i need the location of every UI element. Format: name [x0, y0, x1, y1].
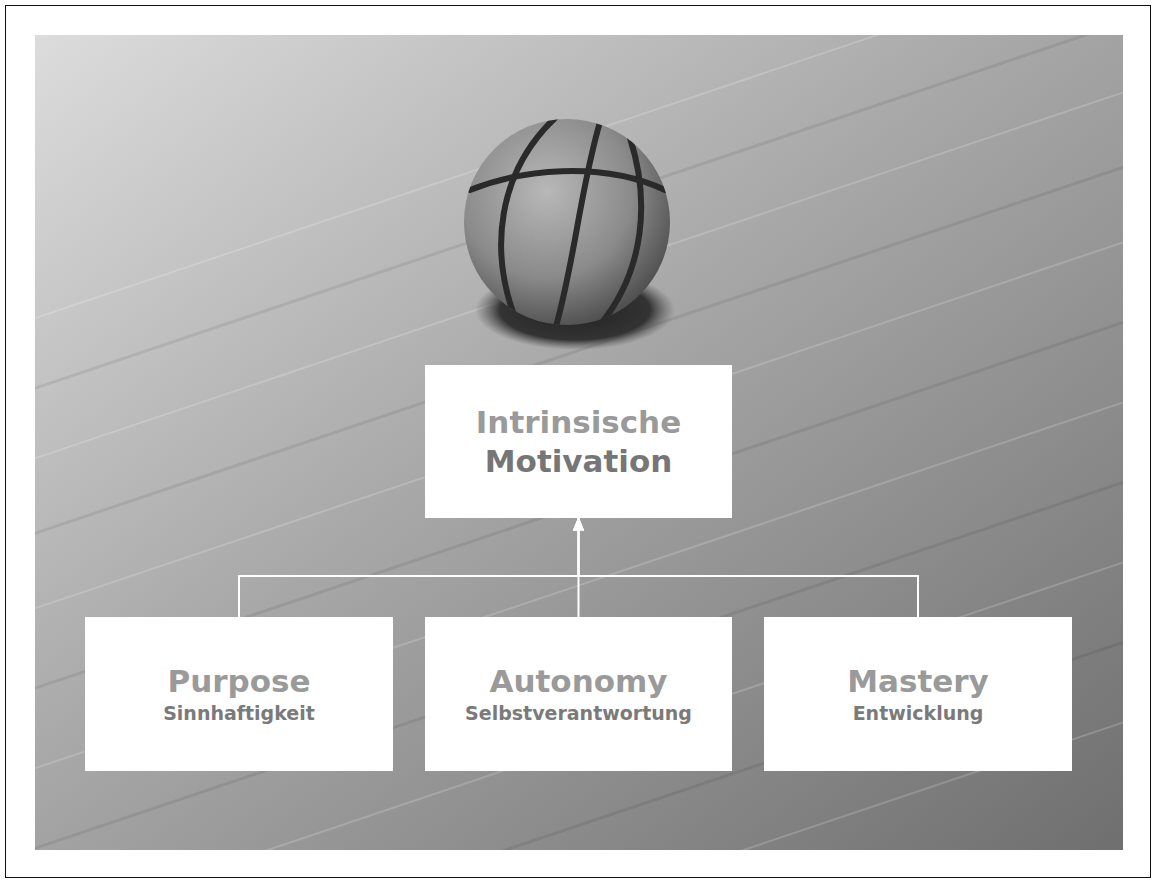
- box-heading: Intrinsische: [476, 403, 681, 442]
- motivation-box: IntrinsischeMotivation: [425, 365, 732, 518]
- motivation-box: AutonomySelbstverantwortung: [425, 617, 732, 771]
- connector-arrow: [239, 518, 579, 617]
- motivation-box: PurposeSinnhaftigkeit: [85, 617, 393, 771]
- basketball: [464, 118, 675, 350]
- box-subtitle: Sinnhaftigkeit: [163, 701, 315, 726]
- connector-arrow: [579, 518, 919, 617]
- box-subtitle: Selbstverantwortung: [465, 701, 692, 726]
- floor: [35, 35, 1123, 850]
- box-subtitle: Entwicklung: [853, 701, 984, 726]
- box-heading: Mastery: [847, 662, 989, 701]
- box-heading: Purpose: [167, 662, 310, 701]
- box-heading: Autonomy: [489, 662, 667, 701]
- box-subtitle: Motivation: [485, 442, 673, 481]
- motivation-box: MasteryEntwicklung: [764, 617, 1072, 771]
